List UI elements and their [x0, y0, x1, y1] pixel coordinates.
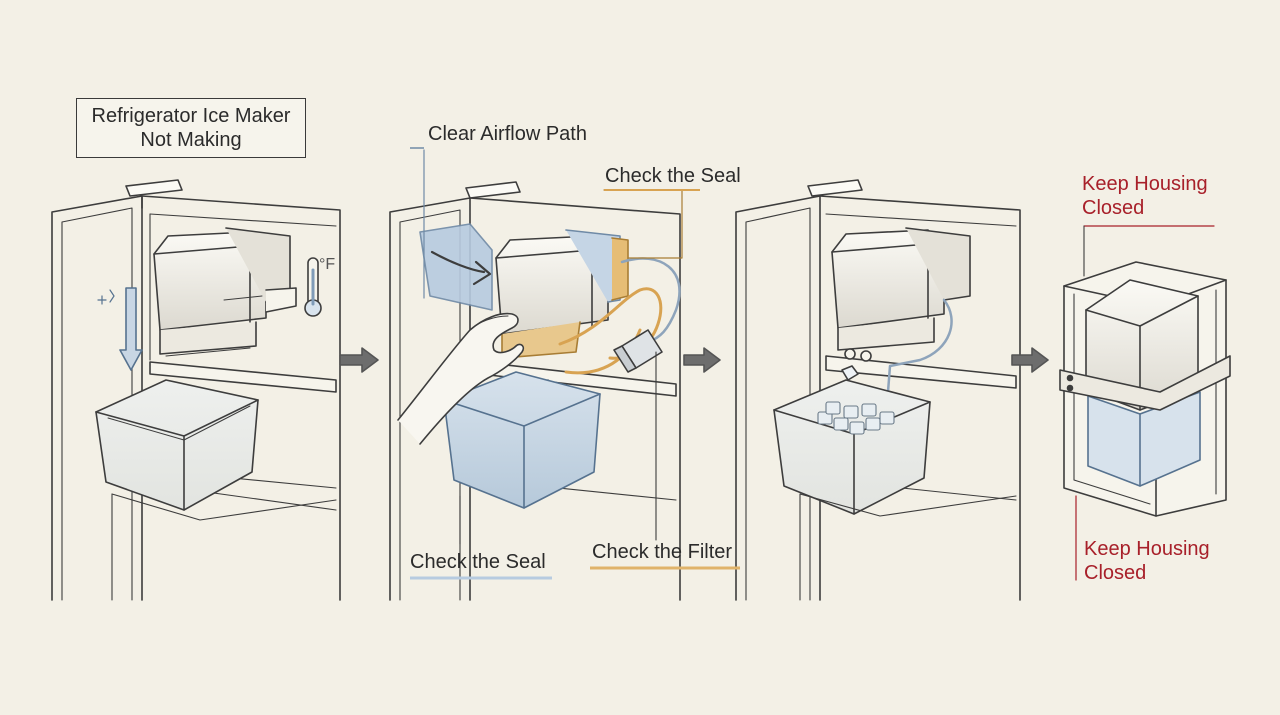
callout-check-filter: Check the Filter: [592, 541, 733, 563]
panel-2-freezer: [389, 149, 683, 601]
callout-check-seal-bottom: Check the Seal: [410, 551, 546, 573]
title-line-1: Refrigerator Ice Maker: [91, 105, 291, 127]
step-arrow-icon: [1011, 347, 1049, 373]
temperature-down-arrow-icon: [97, 287, 143, 371]
callout-clear-airflow-path: Clear Airflow Path: [424, 122, 587, 146]
callout-keep-housing-top-line-2: Closed: [1082, 197, 1145, 219]
panel-3-freezer: [735, 179, 1021, 601]
panel-4-closed-housing: [1059, 225, 1231, 581]
callout-check-seal-top: Check the Seal: [605, 165, 741, 187]
panel-1-freezer: [51, 179, 341, 601]
step-arrow-icon: [339, 347, 379, 373]
water-filter-icon: [613, 329, 663, 373]
title-line-2: Not Making: [140, 129, 242, 151]
callout-keep-housing-top-line-1: Keep Housing: [1082, 173, 1208, 195]
callout-keep-housing-bottom-line-2: Closed: [1084, 562, 1147, 584]
diagram-title: Refrigerator Ice Maker Not Making: [76, 98, 306, 158]
callout-keep-housing-closed-top: Keep Housing Closed: [1082, 172, 1208, 220]
callout-keep-housing-bottom-line-1: Keep Housing: [1084, 538, 1210, 560]
thermometer-icon: [304, 257, 322, 317]
callout-keep-housing-closed-bottom: Keep Housing Closed: [1084, 537, 1210, 585]
hand-icon: [397, 312, 525, 445]
thermometer-unit: °F: [319, 256, 336, 273]
step-arrow-icon: [683, 347, 721, 373]
